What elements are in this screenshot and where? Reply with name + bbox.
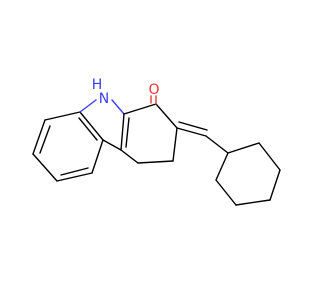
bond-cy4-cy5 <box>235 199 271 206</box>
bond-c3-c4 <box>137 160 174 164</box>
carbonyl <box>150 95 157 105</box>
bond-a3-a4 <box>32 153 58 182</box>
cyclohexanone-ring <box>120 103 178 164</box>
bond-c2-c3 <box>172 127 178 162</box>
pyrrole-ring <box>79 99 130 151</box>
molecule-diagram: H N O <box>32 77 281 206</box>
bond-a5-a6 <box>91 139 104 174</box>
bond-c4-b2 <box>120 149 139 164</box>
bond-a2-a3 <box>32 119 46 155</box>
bond-c2-m-double <box>178 121 208 131</box>
bond-cy5-cy6 <box>215 179 237 206</box>
cyclohexyl-ring <box>215 142 281 206</box>
bond-inner-2 <box>60 167 89 176</box>
bond-m-cy1 <box>205 135 229 154</box>
bond-n-b1 <box>111 99 125 115</box>
bond-a6-a1 <box>79 111 104 141</box>
atom-label-h: H <box>92 77 103 93</box>
bond-c2-m <box>176 127 207 137</box>
benzene-ring <box>32 111 104 182</box>
bond-a4-a5 <box>56 172 93 182</box>
bond-b2-a6 <box>102 139 122 151</box>
bond-cy3-cy4 <box>269 169 281 201</box>
bond-cy1-cy2 <box>227 142 260 154</box>
bond-inner-1 <box>39 125 51 154</box>
methylidene-linker <box>176 121 229 154</box>
atom-label-o: O <box>148 82 159 98</box>
bond-a1-n <box>79 99 97 113</box>
bond-b1-c1 <box>123 103 157 115</box>
bond-inner-3 <box>78 117 98 141</box>
bond-cy6-cy1 <box>215 152 229 181</box>
bond-a1-a2 <box>44 111 81 121</box>
bond-b1-b2 <box>120 113 125 151</box>
bond-cy2-cy3 <box>258 142 281 171</box>
bond-b1-b2-double <box>125 117 130 148</box>
bond-c1-c2 <box>155 103 178 129</box>
atom-label-n: N <box>99 91 109 107</box>
